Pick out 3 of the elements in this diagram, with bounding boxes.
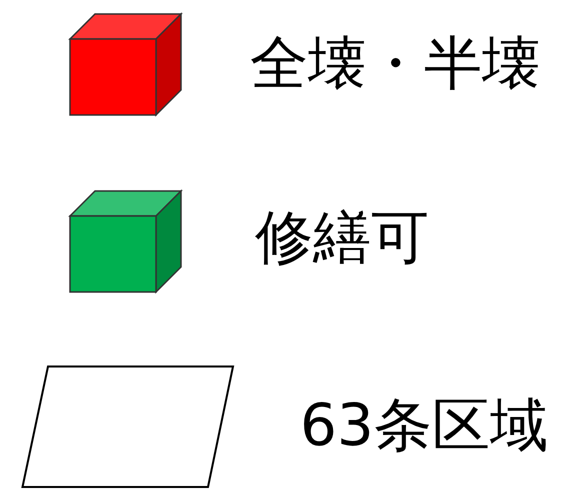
legend-label: 63条区域	[300, 396, 548, 454]
legend-label: 全壊・半壊	[250, 34, 540, 92]
legend-label: 修繕可	[255, 208, 429, 266]
